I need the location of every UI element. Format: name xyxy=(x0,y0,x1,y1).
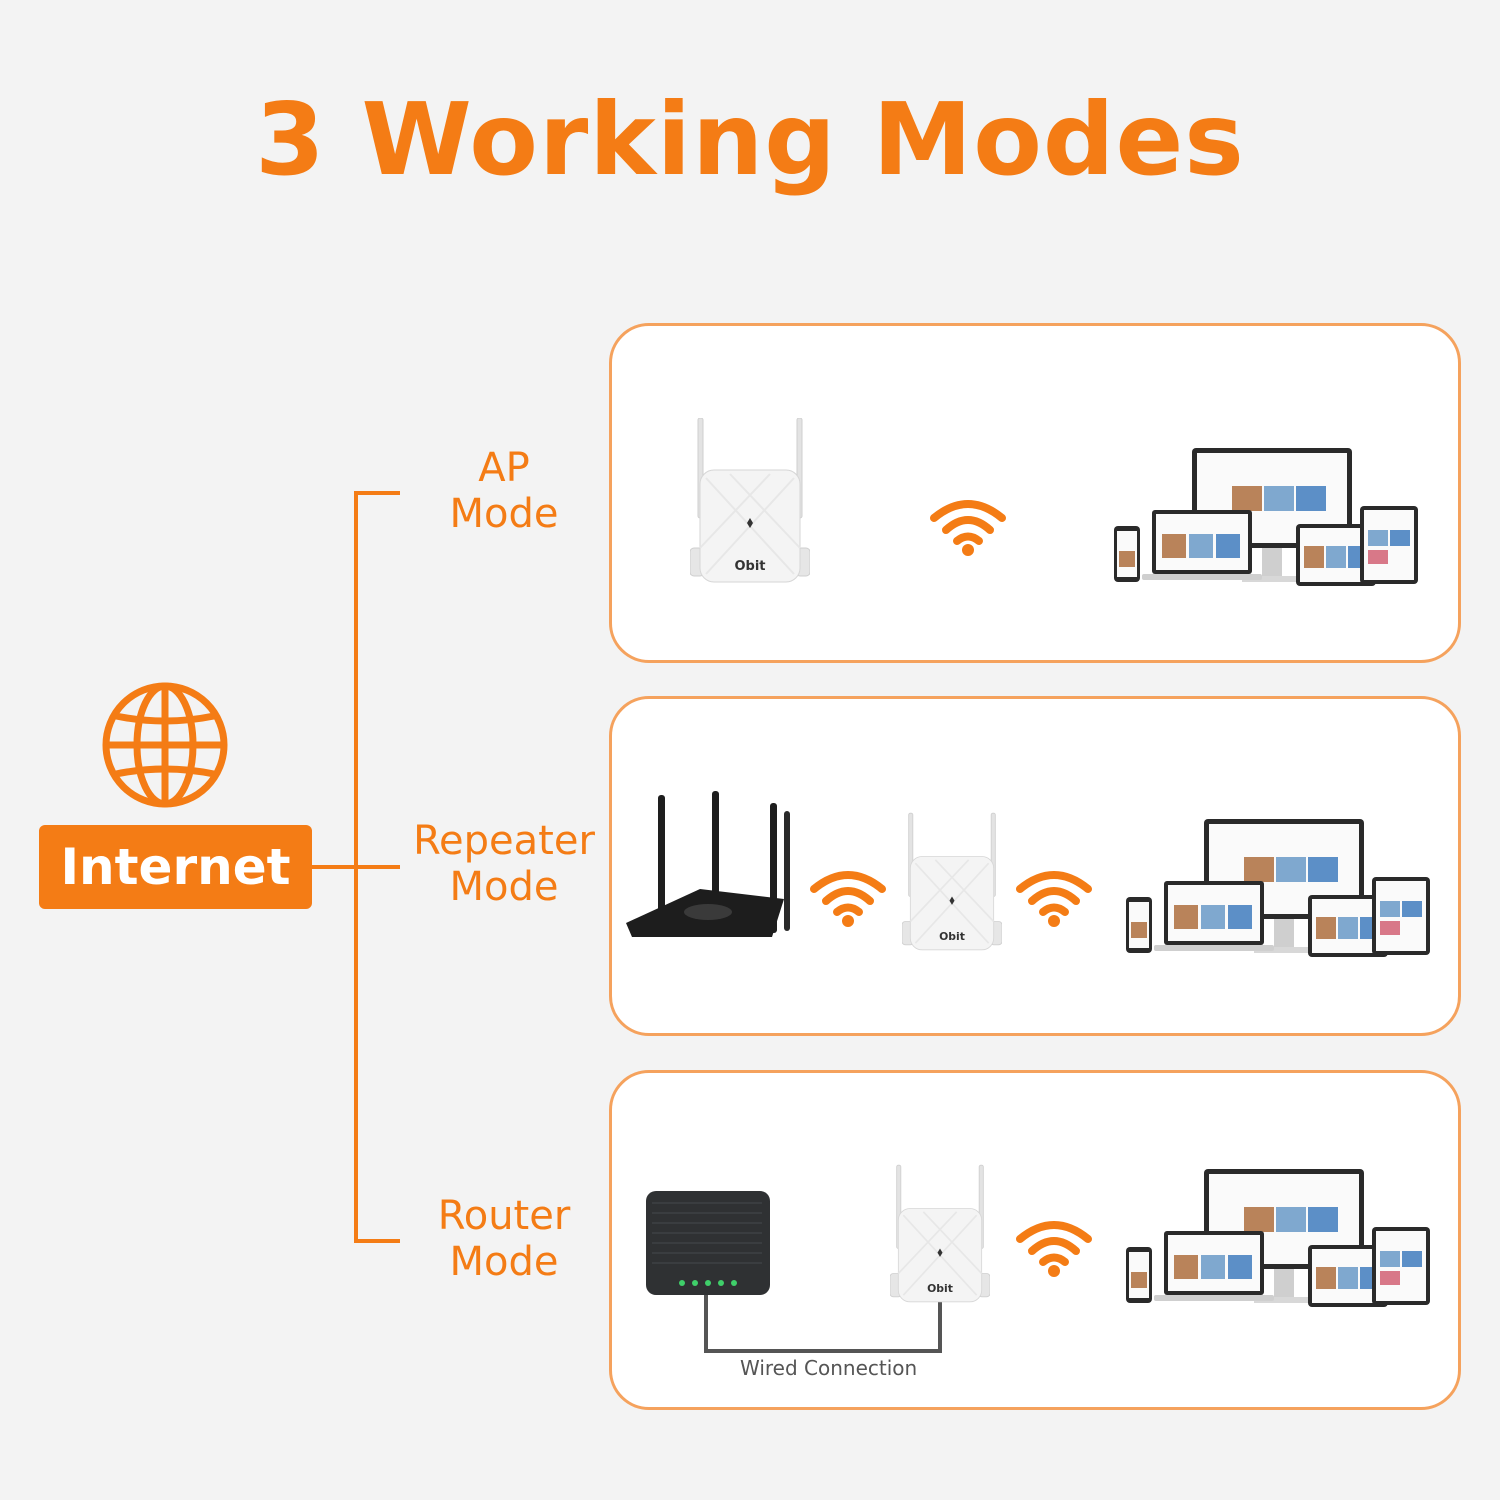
devices-icon xyxy=(1126,819,1430,957)
repeater-icon xyxy=(690,418,810,583)
internet-badge: Internet xyxy=(39,825,312,909)
mode-label-line2: Mode xyxy=(449,1239,559,1285)
mode-label-line2: Mode xyxy=(449,864,559,910)
devices-icon xyxy=(1126,1169,1430,1307)
mode-label-ap: AP Mode xyxy=(374,445,634,537)
wifi-icon xyxy=(1020,1225,1088,1277)
globe-icon xyxy=(102,682,228,808)
devices-icon xyxy=(1114,448,1418,586)
mode-label-repeater: Repeater Mode xyxy=(374,818,634,910)
panel-repeater-mode xyxy=(609,696,1461,1036)
modem-icon xyxy=(646,1191,770,1295)
panel-router-mode: Wired Connection xyxy=(609,1070,1461,1410)
page-title: 3 Working Modes xyxy=(255,81,1245,198)
mode-label-line2: Mode xyxy=(449,491,559,537)
mode-label-line1: Repeater xyxy=(413,818,595,864)
mode-label-router: Router Mode xyxy=(374,1193,634,1285)
wifi-icon xyxy=(814,875,882,927)
wifi-icon xyxy=(1020,875,1088,927)
mode-label-line1: AP xyxy=(478,445,530,491)
wired-connection-label: Wired Connection xyxy=(740,1356,918,1380)
repeater-icon xyxy=(902,812,1002,951)
wifi-icon xyxy=(934,504,1002,556)
wired-connection-line xyxy=(704,1295,942,1353)
router-icon xyxy=(626,791,790,937)
panel-ap-mode xyxy=(609,323,1461,663)
mode-label-line1: Router xyxy=(437,1193,571,1239)
repeater-icon xyxy=(890,1164,990,1303)
